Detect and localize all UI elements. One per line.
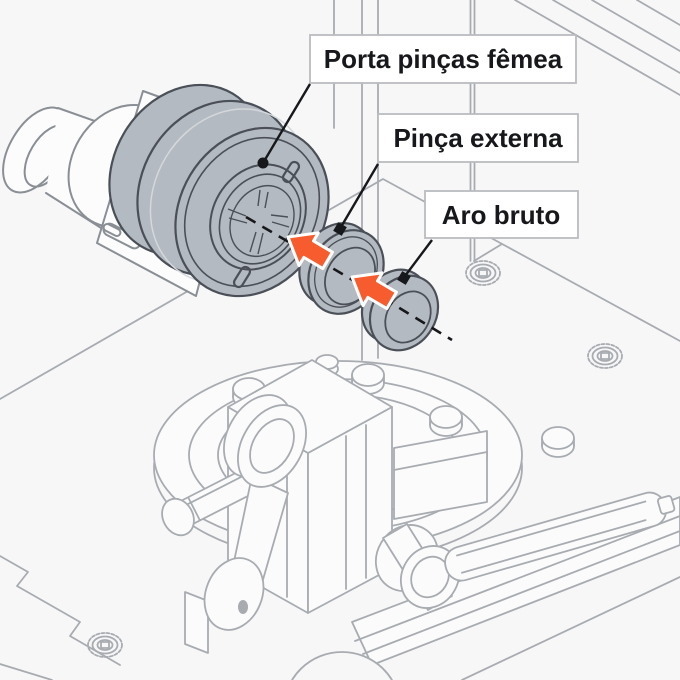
leader-square [397, 271, 411, 285]
collet-slots [227, 189, 290, 255]
screw-hole [465, 260, 501, 286]
label-aro-bruto: Aro bruto [397, 190, 579, 285]
plate-step [0, 555, 121, 666]
leader-line [339, 163, 380, 228]
plate-corner-edge [0, 663, 53, 680]
bolt-boss [541, 426, 575, 458]
screw-hole [587, 343, 623, 369]
column-diagonals [514, 0, 680, 96]
bolt-boss [429, 405, 463, 437]
leader-line [404, 239, 433, 277]
leader-dot [257, 157, 269, 169]
screw-hole [87, 632, 123, 658]
left-lever [161, 394, 307, 631]
slide-bracket [393, 430, 488, 520]
base-plate-edge [0, 178, 680, 400]
label-text-aro-bruto: Aro bruto [442, 200, 560, 230]
grip-hole [238, 600, 248, 614]
leader-square [333, 222, 347, 236]
leader-line [261, 83, 312, 164]
insertion-arrow-icon [286, 231, 334, 271]
collet-chuck-assembly [2, 83, 453, 352]
right-lever [374, 491, 676, 611]
bottom-cylinder [291, 651, 393, 680]
collet-holder-female [108, 83, 330, 298]
rotary-fixture [153, 354, 680, 680]
label-text-pinca-externa: Pinça externa [393, 123, 563, 153]
label-text-porta-pincas-femea: Porta pinças fêmea [324, 44, 563, 74]
label-porta-pincas-femea: Porta pinças fêmea [257, 34, 577, 169]
support-slab [184, 591, 209, 654]
insertion-arrow-icon [350, 271, 398, 311]
label-pinca-externa: Pinça externa [333, 113, 579, 236]
